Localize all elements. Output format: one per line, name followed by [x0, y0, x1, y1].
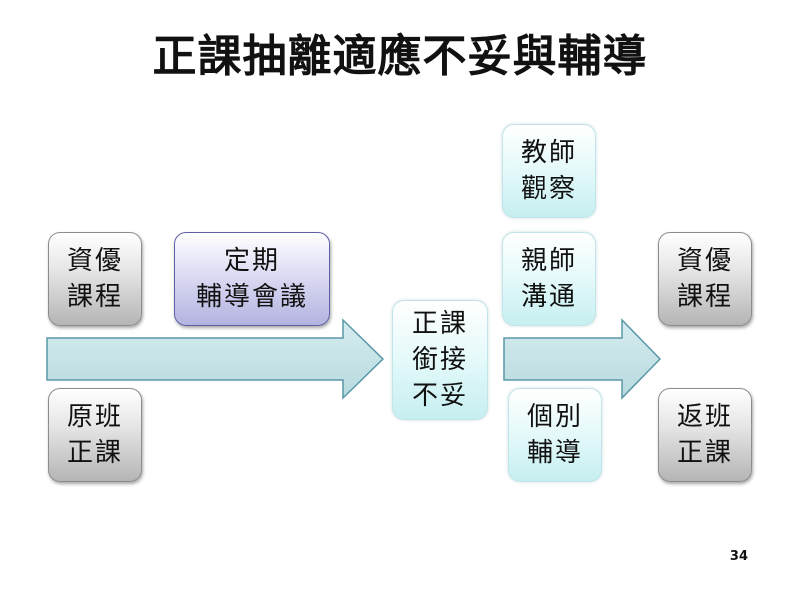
gifted-course-left-line1: 資優: [66, 246, 123, 276]
right-arrow: [503, 318, 662, 400]
parent-teacher-line2: 溝通: [520, 282, 577, 312]
transition-issue-line1: 正課: [411, 309, 468, 339]
return-class-box-right: 返班 正課: [658, 388, 752, 482]
parent-teacher-box: 親師 溝通: [502, 232, 596, 326]
transition-issue-box: 正課 銜接 不妥: [392, 300, 488, 420]
teacher-observation-line1: 教師: [520, 138, 577, 168]
parent-teacher-line1: 親師: [520, 246, 577, 276]
regular-class-left-line1: 原班: [66, 402, 123, 432]
counseling-meeting-line2: 輔導會議: [195, 282, 308, 312]
gifted-course-box-right: 資優 課程: [658, 232, 752, 326]
gifted-course-box-left: 資優 課程: [48, 232, 142, 326]
gifted-course-left-line2: 課程: [66, 282, 123, 312]
return-class-right-line2: 正課: [676, 438, 733, 468]
page-number: 34: [729, 549, 748, 564]
transition-issue-line2: 銜接: [411, 345, 468, 375]
counseling-meeting-line1: 定期: [223, 246, 280, 276]
individual-counseling-line1: 個別: [526, 402, 583, 432]
gifted-course-right-line1: 資優: [676, 246, 733, 276]
transition-issue-line3: 不妥: [411, 381, 468, 411]
teacher-observation-line2: 觀察: [520, 174, 577, 204]
counseling-meeting-box: 定期 輔導會議: [174, 232, 330, 326]
individual-counseling-line2: 輔導: [526, 438, 583, 468]
return-class-right-line1: 返班: [676, 402, 733, 432]
regular-class-box-left: 原班 正課: [48, 388, 142, 482]
left-arrow: [46, 318, 385, 400]
teacher-observation-box: 教師 觀察: [502, 124, 596, 218]
regular-class-left-line2: 正課: [66, 438, 123, 468]
slide-title: 正課抽離適應不妥與輔導: [152, 31, 648, 82]
gifted-course-right-line2: 課程: [676, 282, 733, 312]
individual-counseling-box: 個別 輔導: [508, 388, 602, 482]
